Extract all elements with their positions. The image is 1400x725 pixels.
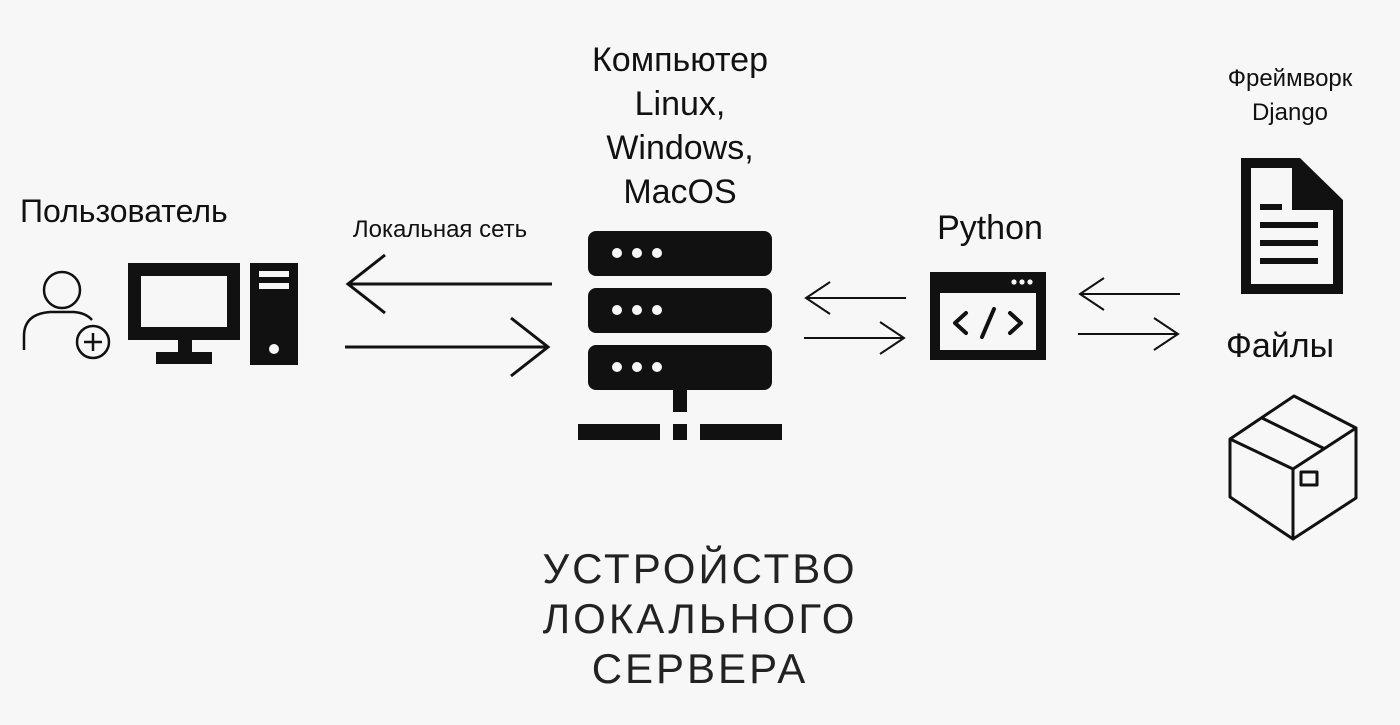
diagram-title: УСТРОЙСТВО ЛОКАЛЬНОГО СЕРВЕРА <box>400 544 1000 694</box>
network-label: Локальная сеть <box>352 216 528 243</box>
network-arrows <box>345 253 552 378</box>
title-line: ЛОКАЛЬНОГО <box>542 595 858 642</box>
computer-label: Компьютер Linux, Windows, MacOS <box>530 38 830 214</box>
document-icon <box>1241 158 1343 294</box>
files-label: Файлы <box>1225 327 1335 365</box>
user-add-icon <box>22 270 111 360</box>
user-label: Пользователь <box>20 193 228 229</box>
code-window-icon <box>930 272 1046 360</box>
server-icon <box>578 231 782 440</box>
computer-label-line: MacOS <box>623 173 737 211</box>
monitor-icon <box>128 263 240 364</box>
pc-tower-icon <box>250 263 298 365</box>
computer-label-line: Windows, <box>606 129 754 167</box>
django-label: Фреймворк Django <box>1190 62 1390 130</box>
computer-label-line: Linux, <box>634 85 726 123</box>
server-python-arrows <box>804 281 906 355</box>
django-label-line: Django <box>1251 99 1329 126</box>
python-files-arrows <box>1078 277 1180 351</box>
django-label-line: Фреймворк <box>1227 65 1353 92</box>
title-line: СЕРВЕРА <box>591 645 809 692</box>
python-label: Python <box>937 209 1043 247</box>
box-icon <box>1228 394 1358 541</box>
title-line: УСТРОЙСТВО <box>542 545 858 592</box>
computer-label-line: Компьютер <box>592 41 768 79</box>
